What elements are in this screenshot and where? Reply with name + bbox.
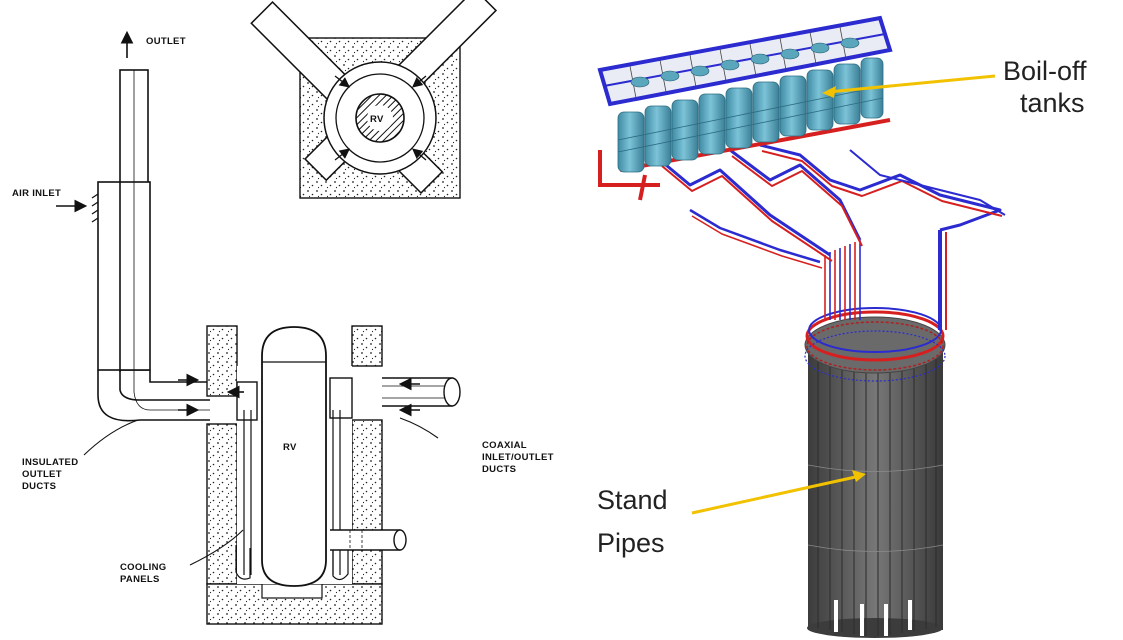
cooling-panels-label-2: PANELS	[120, 574, 160, 585]
concrete-wall-right	[351, 325, 383, 367]
boil-off-tanks	[617, 57, 884, 173]
stand-pipes	[807, 345, 944, 638]
coaxial-duct-lower	[330, 529, 407, 551]
air-inlet-annulus	[97, 181, 151, 371]
coaxial-label-2: INLET/OUTLET	[482, 452, 554, 463]
leader-coaxial	[399, 417, 439, 439]
air-inlet-louver	[91, 193, 99, 223]
concrete-wall-left-lower	[206, 423, 238, 585]
reactor-vessel	[261, 326, 327, 587]
plan-view-schematic: RV	[250, 0, 498, 199]
insulated-outlet-label-1: INSULATED	[22, 457, 78, 468]
rv-main-label: RV	[283, 442, 297, 453]
coaxial-label-3: DUCTS	[482, 464, 516, 475]
flow-arrows	[56, 30, 420, 417]
air-inlet-label: AIR INLET	[12, 188, 61, 199]
stand-pipes-label-2: Pipes	[597, 528, 665, 558]
outlet-label: OUTLET	[146, 36, 186, 47]
leader-boil-off-tanks	[827, 74, 996, 94]
blue-header-frame	[597, 15, 893, 107]
cooling-panels-label-1: COOLING	[120, 562, 166, 573]
concrete-wall-right-lower	[351, 419, 383, 585]
piping-runs	[659, 143, 1006, 269]
stand-pipes-label-1: Stand	[597, 485, 668, 515]
insulated-outlet-label-2: OUTLET	[22, 469, 62, 480]
standpipe-header-ring	[804, 307, 946, 382]
leader-cooling-panels	[189, 529, 244, 566]
coaxial-label-1: COAXIAL	[482, 440, 527, 451]
coaxial-duct-upper	[382, 377, 461, 407]
insulated-outlet-duct	[97, 370, 210, 422]
boil-off-label-1: Boil-off	[1003, 56, 1087, 86]
leader-insulated-outlet	[83, 419, 139, 456]
concrete-wall-left	[206, 325, 238, 397]
cross-section-schematic: OUTLET AIR INLET RV INSULATED OUTLET DUC…	[12, 30, 554, 625]
leader-stand-pipes	[691, 474, 861, 515]
boil-off-label-2: tanks	[1020, 88, 1085, 118]
riser-pipes	[824, 230, 947, 330]
rccs-3d-rendering: Boil-off tanks Stand Pipes	[597, 15, 1087, 638]
rv-plan-label: RV	[370, 114, 384, 125]
insulated-outlet-label-3: DUCTS	[22, 481, 56, 492]
